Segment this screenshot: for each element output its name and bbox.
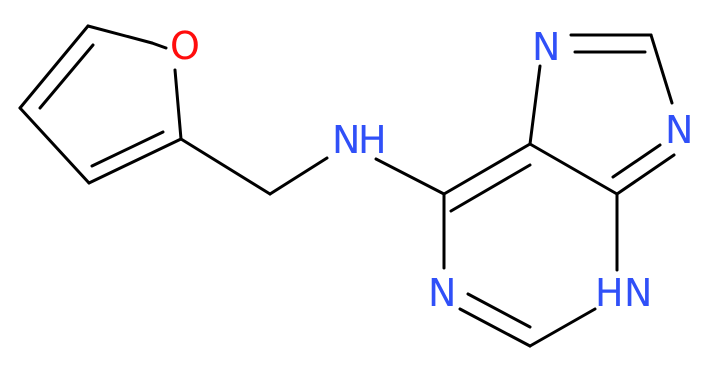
furan-oxygen-label: O bbox=[170, 24, 200, 68]
atom-labels: O N H N N N H N bbox=[170, 24, 693, 315]
bond-c2-n3 bbox=[528, 307, 597, 348]
pyrimidine-n3-hydrogen-label: H bbox=[595, 271, 624, 315]
bonds bbox=[18, 24, 676, 348]
bond-n9-c4-inner bbox=[611, 143, 662, 179]
bond-n9-c4 bbox=[615, 153, 676, 196]
bond-c2-ch2 bbox=[179, 137, 272, 196]
imidazole-n7-label: N bbox=[532, 25, 560, 69]
bond-furan-c3-c4b bbox=[18, 106, 91, 185]
bond-n-c6 bbox=[374, 157, 446, 196]
bond-c4-c5 bbox=[528, 142, 619, 196]
bond-furan-c3-c4-inner bbox=[38, 43, 95, 110]
bond-furan-c3-c4 bbox=[18, 24, 90, 110]
bond-furan-c4-c5 bbox=[86, 24, 154, 45]
bond-n1-c2 bbox=[458, 307, 532, 348]
bond-c5-n7 bbox=[528, 64, 542, 146]
pyrimidine-n3-label: N bbox=[624, 271, 652, 315]
amine-nitrogen-label: N bbox=[332, 118, 360, 162]
pyrimidine-n1-label: N bbox=[428, 271, 456, 315]
bond-c6-c5-inner bbox=[449, 163, 532, 213]
imidazole-n9-label: N bbox=[665, 108, 693, 152]
amine-hydrogen-label: H bbox=[358, 118, 387, 162]
bond-furan-c2-c3-inner bbox=[90, 130, 165, 168]
bond-c8-n9 bbox=[649, 33, 674, 105]
bond-ch2-n bbox=[268, 156, 329, 196]
bond-furan-o-c2 bbox=[173, 68, 183, 141]
bond-furan-c2-c3 bbox=[87, 137, 183, 185]
bond-c6-c5 bbox=[442, 142, 532, 196]
bond-furan-c5-o bbox=[150, 41, 168, 50]
bond-n1-c2-inner bbox=[466, 292, 532, 329]
